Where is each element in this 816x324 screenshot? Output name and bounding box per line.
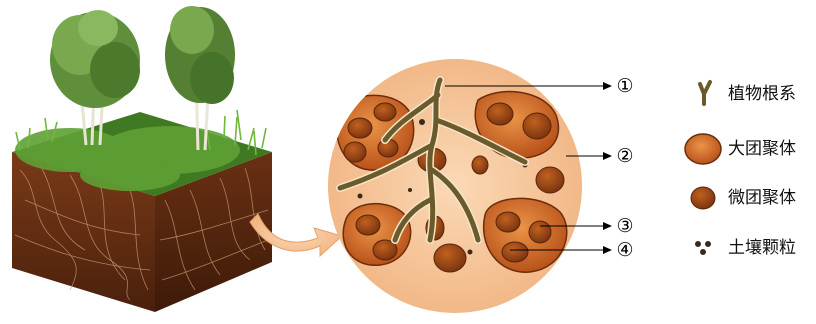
legend-label-soil-particle: 土壤颗粒 <box>728 238 796 258</box>
callout-4: ④ <box>614 240 636 260</box>
soil-block-illustration <box>12 6 272 312</box>
callout-3: ③ <box>614 216 636 236</box>
macroaggregate-icon <box>685 134 721 164</box>
callout-1: ① <box>614 76 636 96</box>
legend-label-plant-root: 植物根系 <box>728 84 796 104</box>
microaggregate <box>536 167 564 193</box>
microaggregate-icon <box>691 187 715 209</box>
soil-particle-icon <box>695 241 711 255</box>
microaggregate <box>434 244 466 272</box>
plant-root-icon <box>700 82 710 104</box>
magnified-soil-view <box>328 59 582 313</box>
legend-label-macroaggregate: 大团聚体 <box>728 139 796 159</box>
callout-arrowheads <box>603 82 612 254</box>
microaggregate <box>472 156 488 174</box>
legend-label-microaggregate: 微团聚体 <box>728 188 796 208</box>
callout-2: ② <box>614 146 636 166</box>
